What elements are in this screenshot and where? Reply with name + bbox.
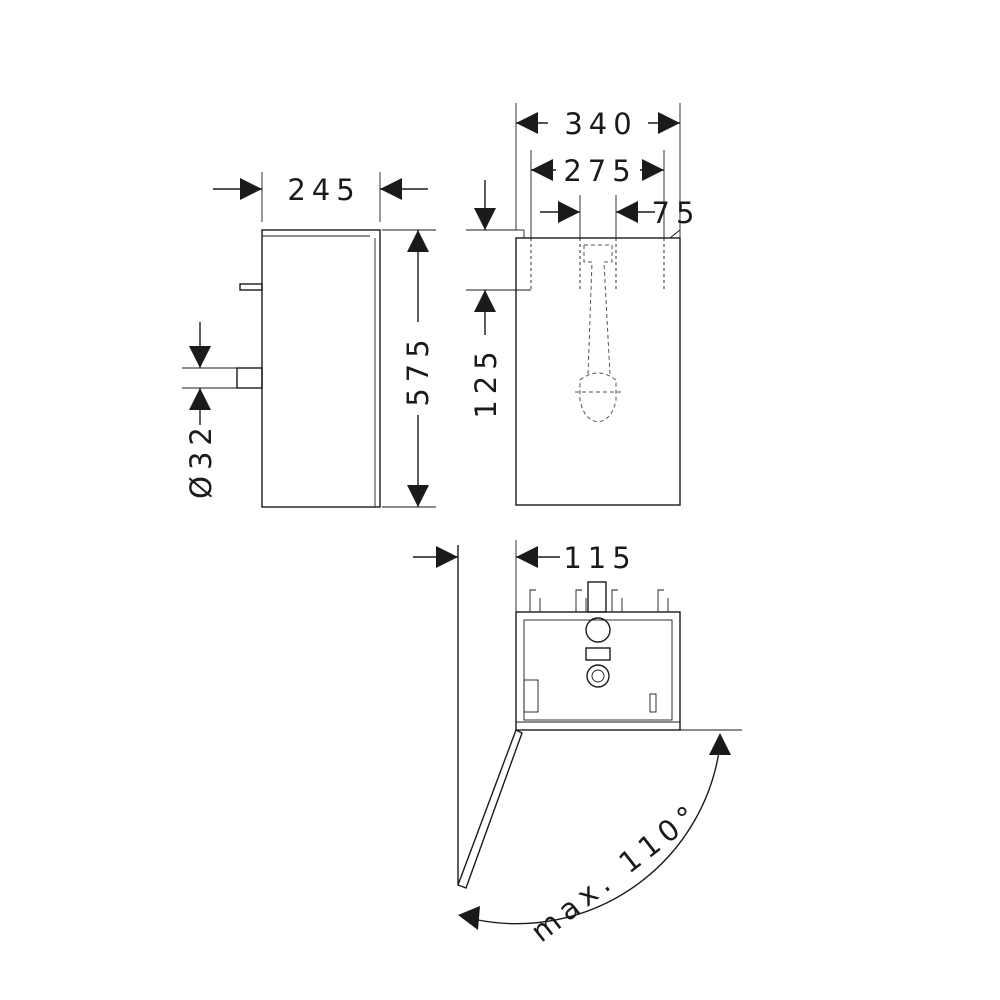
dim-width-340: 340 — [564, 107, 637, 141]
dim-width-245: 245 — [287, 173, 360, 207]
open-door — [457, 729, 523, 889]
cabinet-side-outline — [261, 229, 381, 508]
side-view: 245 575 Ø32 — [182, 172, 436, 508]
dim-height-575: 575 — [401, 333, 435, 406]
front-view: 340 275 75 125 — [466, 103, 701, 506]
drain-pipe — [236, 367, 263, 389]
siphon-pipe — [583, 244, 613, 376]
handle — [239, 283, 263, 291]
top-view: 115 max. 110° — [413, 540, 742, 949]
dim-depth-125: 125 — [469, 345, 503, 418]
cabinet-front-outline — [515, 237, 681, 506]
dim-pipe-32: Ø32 — [184, 421, 218, 499]
mounting-brackets — [529, 589, 669, 612]
dim-width-275: 275 — [563, 154, 636, 188]
siphon-trap — [579, 372, 617, 423]
dim-spacing-75: 75 — [652, 196, 701, 230]
angle-arc — [477, 744, 721, 925]
dim-angle-110: max. 110° — [524, 795, 707, 948]
dim-offset-115: 115 — [563, 541, 636, 575]
